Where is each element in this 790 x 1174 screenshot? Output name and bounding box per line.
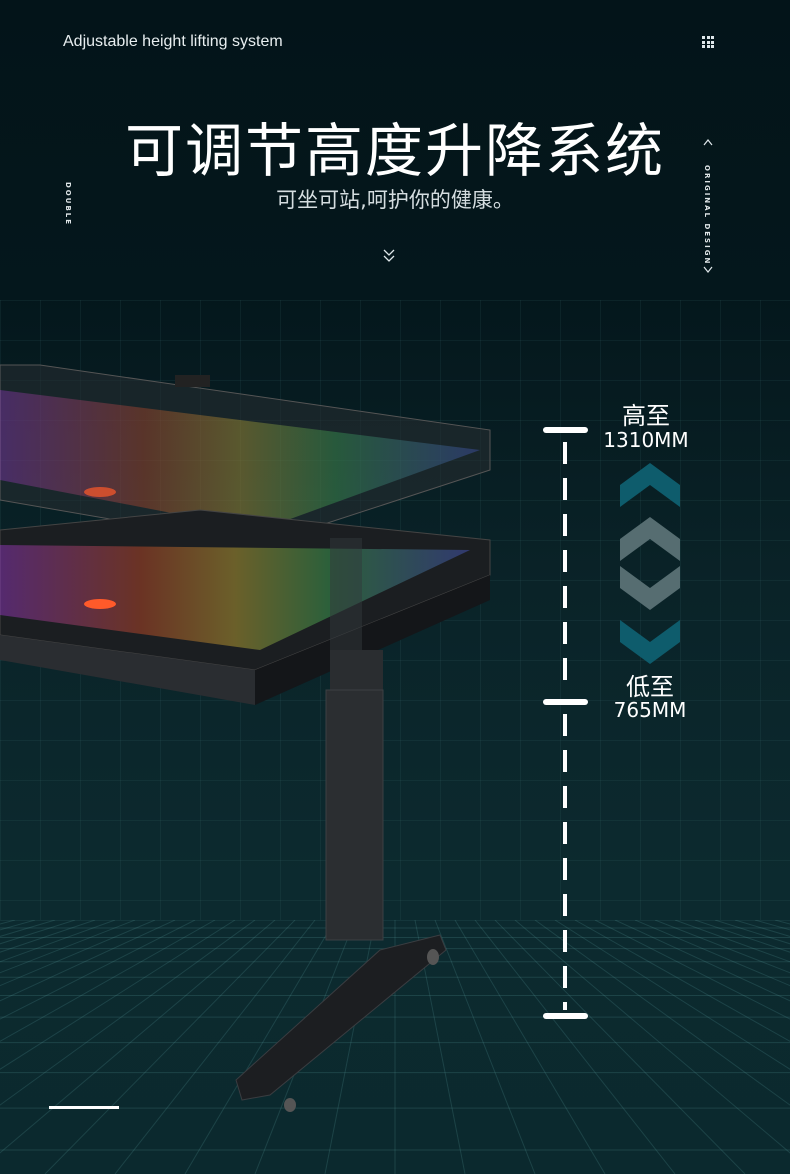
english-subtitle: Adjustable height lifting system: [63, 33, 283, 50]
max-height-marker: [543, 427, 588, 433]
page-title: 可调节高度升降系统: [124, 117, 665, 185]
desk-leg: [325, 689, 384, 941]
height-dashed-line-lower: [563, 714, 567, 1010]
side-text-right: ORIGINAL DESIGN: [703, 165, 711, 266]
min-height-value: 765MM: [613, 698, 687, 722]
side-text-left: DOUBLE: [64, 182, 72, 227]
grid-dots-icon[interactable]: [702, 36, 714, 48]
desk-foot: [235, 934, 447, 1101]
page-subtitle: 可坐可站,呵护你的健康。: [276, 188, 514, 212]
height-dashed-line: [563, 442, 567, 692]
chevron-up-icon[interactable]: [702, 132, 714, 151]
chevron-up-gray-icon: [620, 517, 680, 561]
chevron-up-teal-icon: [620, 463, 680, 507]
desk-illustration: [0, 364, 491, 1112]
chevron-down-icon[interactable]: [702, 260, 714, 279]
double-chevron-down-icon[interactable]: [382, 248, 396, 268]
chevron-down-gray-icon: [620, 566, 680, 610]
max-height-label: 高至: [622, 402, 670, 430]
min-height-marker: [543, 699, 588, 705]
min-height-label: 低至: [626, 673, 674, 701]
max-height-value: 1310MM: [603, 428, 689, 452]
chevron-down-teal-icon: [620, 620, 680, 664]
up-down-arrows-icon: [620, 463, 680, 664]
floor-marker: [543, 1013, 588, 1019]
decorative-line: [49, 1106, 119, 1109]
